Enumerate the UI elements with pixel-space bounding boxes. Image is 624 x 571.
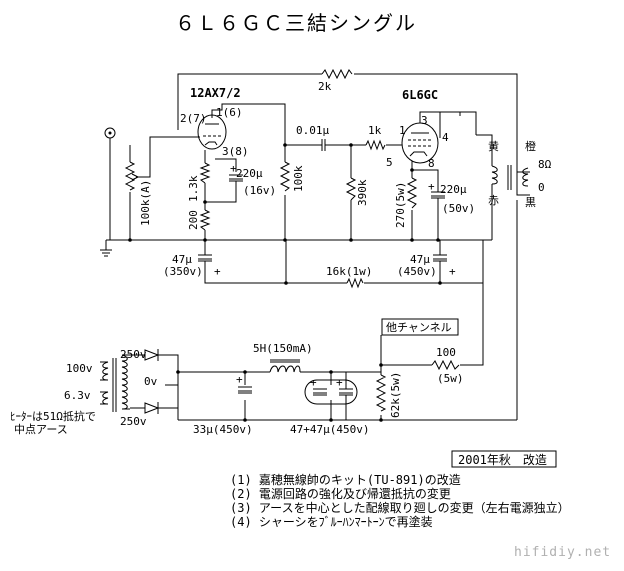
label-heater-note-1: ﾋｰﾀｰは51Ω抵抗で: [10, 409, 96, 423]
label-ot-yellow: 黄: [488, 139, 499, 153]
label-c4747-plus-left: +: [310, 376, 317, 389]
resistor-2k-icon: [321, 68, 353, 80]
label-r-13k: 1.3k: [187, 175, 200, 202]
label-ot-8ohm: 8Ω: [538, 158, 552, 171]
note-1: (1) 嘉穂無線帥のキット(TU-891)の改造: [230, 472, 461, 487]
label-pt-250-bot: 250v: [120, 415, 147, 428]
label-r-100: 100: [436, 346, 456, 359]
label-c-cathode-220u-v: (50v): [442, 202, 475, 215]
capacitors: [198, 139, 447, 420]
label-r-volume: 100k(A): [139, 180, 152, 226]
capacitor-220u-16v-icon: [229, 174, 243, 195]
label-pt-0v: 0v: [144, 375, 158, 388]
resistor-volume-icon: [124, 161, 136, 191]
labels: 2k 12AX7/2 6L6GC 2(7) 1(6) 3(8) 220μ (16…: [10, 80, 611, 560]
label-v2-pin1: 1: [399, 124, 406, 137]
note-2: (2) 電源回路の強化及び帰還抵抗の変更: [230, 486, 451, 501]
label-pt-100: 100v: [66, 362, 93, 375]
label-c47-left-v: (350v): [163, 265, 203, 278]
label-c-220u: 220μ: [236, 167, 263, 180]
capacitor-220u-50v-icon: [431, 185, 445, 205]
resistor-1k-icon: [365, 139, 386, 151]
resistor-270-icon: [406, 177, 418, 209]
label-v2-pin3: 3: [421, 114, 428, 127]
capacitor-47u-450v-icon: [433, 248, 447, 268]
watermark: hifidiy.net: [514, 545, 611, 560]
label-r-cathode-270: 270(5w): [394, 182, 407, 228]
label-c-cathode-220u: 220μ: [440, 183, 467, 196]
label-tube-v1: 12AX7/2: [190, 86, 241, 100]
label-c220-plus: +: [428, 180, 435, 193]
label-tube-v2: 6L6GC: [402, 88, 438, 102]
label-ot-red: 赤: [488, 194, 499, 207]
label-v1-pin-grid: 2(7): [180, 112, 207, 125]
diagram-title: ６Ｌ６ＧＣ三結シングル: [175, 11, 417, 35]
resistors: [124, 68, 460, 412]
label-c47-left-plus: +: [214, 265, 221, 278]
label-c47-right-v: (450v): [397, 265, 437, 278]
note-4: (4) シャーシをﾌﾞﾙｰﾊﾝﾏｰﾄｰﾝで再塗装: [230, 514, 433, 529]
label-r-100-w: (5w): [437, 372, 464, 385]
label-c33-plus: +: [236, 373, 243, 386]
label-heater-note-2: 中点アース: [14, 423, 68, 436]
other-channel-box: [381, 318, 459, 336]
label-r-200: 200: [187, 210, 200, 230]
note-3: (3) アースを中心とした配線取り廻しの変更（左右電源独立）: [230, 500, 570, 515]
label-other-channel: 他チャンネル: [386, 321, 452, 334]
tube-12ax7-icon: [197, 114, 227, 150]
capacitor-001u-icon: [316, 139, 331, 151]
junction-dots: [128, 143, 442, 422]
label-v2-pin4: 4: [442, 131, 449, 144]
choke-icon: [269, 359, 301, 373]
resistor-16k-icon: [346, 277, 364, 289]
resistor-100k-icon: [279, 161, 291, 192]
label-c-220u-v: (16v): [243, 184, 276, 197]
label-ot-0: 0: [538, 181, 545, 194]
diode-bottom-icon: [144, 402, 165, 414]
label-revision: 2001年秋 改造: [458, 453, 547, 467]
resistor-200-icon: [199, 209, 211, 231]
label-c-33u: 33μ(450v): [193, 423, 253, 436]
label-c47-right: 47μ: [410, 253, 430, 266]
label-r-62k: 62k(5w): [389, 372, 402, 418]
resistor-100-icon: [431, 359, 460, 371]
resistor-1k3-icon: [199, 162, 211, 184]
label-v2-pin8: 8: [428, 157, 435, 170]
label-choke: 5H(150mA): [253, 342, 313, 355]
capacitor-47u-350v-icon: [198, 248, 212, 268]
resistor-390k-icon: [345, 177, 357, 201]
label-c47-right-plus: +: [449, 265, 456, 278]
capacitor-33u-icon: [238, 386, 252, 394]
revision-box: [451, 450, 557, 468]
output-transformer-icon: [491, 165, 529, 190]
label-r-grid-stopper: 1k: [368, 124, 382, 137]
label-v2-pin5: 5: [386, 156, 393, 169]
label-r-plate-100k: 100k: [292, 165, 305, 192]
label-c47-left: 47μ: [172, 253, 192, 266]
power-transformer-icon: [100, 354, 130, 412]
capacitor-4747u-icon: [304, 372, 358, 420]
label-ot-black: 黒: [525, 196, 536, 209]
label-r-16k: 16k(1w): [326, 265, 372, 278]
label-c4747-plus-right: +: [336, 376, 343, 389]
tube-6l6gc-icon: [401, 122, 439, 164]
label-pt-63: 6.3v: [64, 389, 91, 402]
label-v1-pin-cathode: 3(8): [222, 145, 249, 158]
label-ot-orange: 橙: [525, 139, 536, 153]
diode-top-icon: [144, 349, 165, 361]
wiring: [100, 73, 530, 421]
label-pt-250-top: 250v: [120, 348, 147, 361]
label-r-grid-390k: 390k: [356, 179, 369, 206]
label-c-4747u: 47+47μ(450v): [290, 423, 369, 436]
input-jack-icon: [104, 127, 116, 139]
label-c220-16-plus: +: [230, 162, 237, 175]
label-r-feedback: 2k: [318, 80, 332, 93]
resistor-62k-icon: [375, 374, 387, 412]
label-c-coupling: 0.01μ: [296, 124, 329, 137]
label-v1-pin-plate: 1(6): [216, 106, 243, 119]
